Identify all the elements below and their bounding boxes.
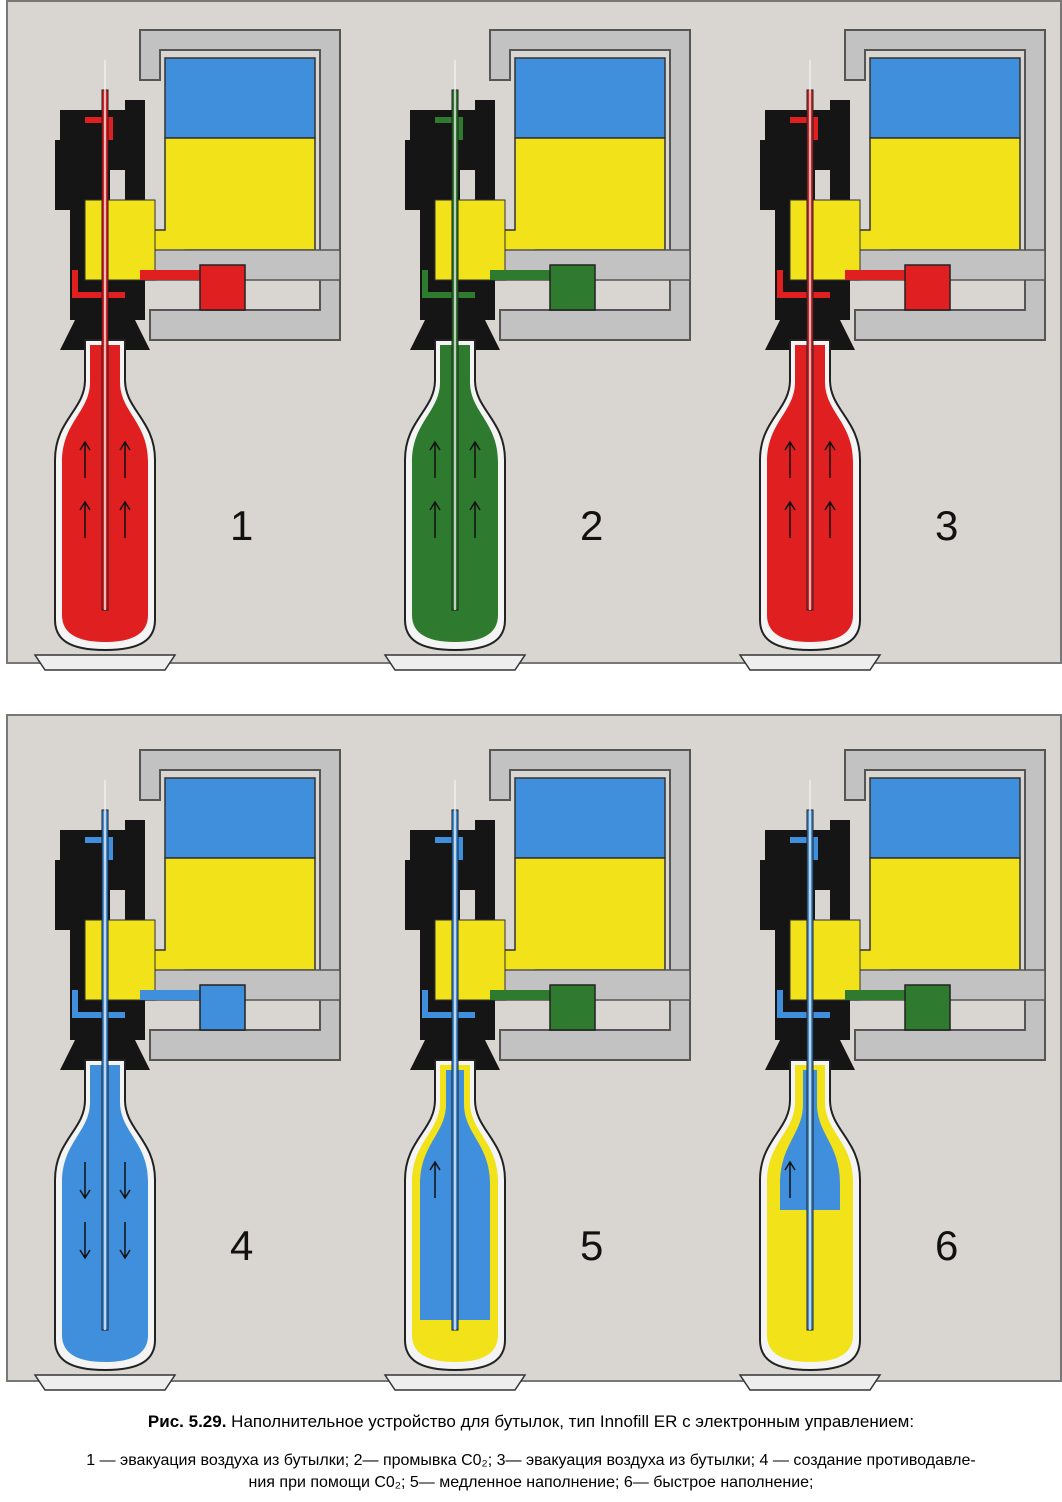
side-vessel xyxy=(904,984,951,1031)
side-channel xyxy=(490,990,550,1000)
flow-arrow xyxy=(429,1160,441,1198)
tank-gas-space xyxy=(164,777,316,859)
tank-gas-space xyxy=(514,777,666,859)
stage-6-diagram: 6 xyxy=(738,749,1046,1391)
flow-arrow xyxy=(824,440,836,478)
flow-arrow xyxy=(469,500,481,538)
flow-arrow xyxy=(429,500,441,538)
flow-arrow xyxy=(119,1222,131,1260)
figure-caption-legend: 1 — эвакуация воздуха из бутылки; 2— про… xyxy=(0,1450,1062,1494)
side-vessel xyxy=(549,984,596,1031)
stage-number: 1 xyxy=(230,502,253,549)
housing-outline xyxy=(489,749,691,1061)
side-vessel xyxy=(904,264,951,311)
figure-label: Рис. 5.29. xyxy=(147,1412,227,1431)
side-channel xyxy=(845,270,905,280)
flow-arrow xyxy=(79,500,91,538)
lifting-plate xyxy=(33,1374,177,1391)
flow-arrow xyxy=(119,440,131,478)
side-channel xyxy=(140,990,200,1000)
figure-caption-title: Рис. 5.29. Наполнительное устройство для… xyxy=(0,1412,1062,1432)
filler-diagram: 1 2 3 4 5 6 xyxy=(33,29,1046,1391)
housing-outline xyxy=(844,749,1046,1061)
flow-arrow xyxy=(119,500,131,538)
housing-outline xyxy=(139,749,341,1061)
flow-arrow xyxy=(429,440,441,478)
lifting-plate xyxy=(383,654,527,671)
flow-arrow xyxy=(469,440,481,478)
stage-number: 5 xyxy=(580,1222,603,1269)
legend-line-1: 1 — эвакуация воздуха из бутылки; 2— про… xyxy=(86,1452,976,1469)
stage-3-diagram: 3 xyxy=(738,29,1046,671)
valve-chamber xyxy=(434,199,506,281)
lifting-plate xyxy=(738,654,882,671)
tank-gas-space xyxy=(514,57,666,139)
tank-gas-space xyxy=(164,57,316,139)
lifting-plate xyxy=(33,654,177,671)
stage-number: 4 xyxy=(230,1222,253,1269)
side-channel xyxy=(140,270,200,280)
side-channel xyxy=(845,990,905,1000)
lifting-plate xyxy=(738,1374,882,1391)
tank-gas-space xyxy=(869,777,1021,859)
flow-arrow xyxy=(79,1222,91,1260)
valve-chamber xyxy=(434,919,506,1001)
valve-chamber xyxy=(84,199,156,281)
valve-chamber xyxy=(84,919,156,1001)
housing-outline xyxy=(489,29,691,341)
lifting-plate xyxy=(383,1374,527,1391)
stage-2-diagram: 2 xyxy=(383,29,691,671)
stage-1-diagram: 1 xyxy=(33,29,341,671)
flow-arrow xyxy=(824,500,836,538)
stage-5-diagram: 5 xyxy=(383,749,691,1391)
housing-outline xyxy=(139,29,341,341)
stage-number: 3 xyxy=(935,502,958,549)
stage-number: 2 xyxy=(580,502,603,549)
stage-number: 6 xyxy=(935,1222,958,1269)
flow-arrow xyxy=(784,440,796,478)
side-vessel xyxy=(199,264,246,311)
flow-arrow xyxy=(79,440,91,478)
flow-arrow xyxy=(119,1162,131,1200)
flow-arrow xyxy=(79,1162,91,1200)
figure-title: Наполнительное устройство для бутылок, т… xyxy=(226,1412,915,1431)
side-vessel xyxy=(549,264,596,311)
flow-arrow xyxy=(784,1160,796,1198)
stage-4-diagram: 4 xyxy=(33,749,341,1391)
housing-outline xyxy=(844,29,1046,341)
flow-arrow xyxy=(784,500,796,538)
legend-line-2: ния при помощи С0₂; 5— медленное наполне… xyxy=(248,1474,814,1491)
valve-chamber xyxy=(789,919,861,1001)
tank-gas-space xyxy=(869,57,1021,139)
valve-chamber xyxy=(789,199,861,281)
side-channel xyxy=(490,270,550,280)
side-vessel xyxy=(199,984,246,1031)
